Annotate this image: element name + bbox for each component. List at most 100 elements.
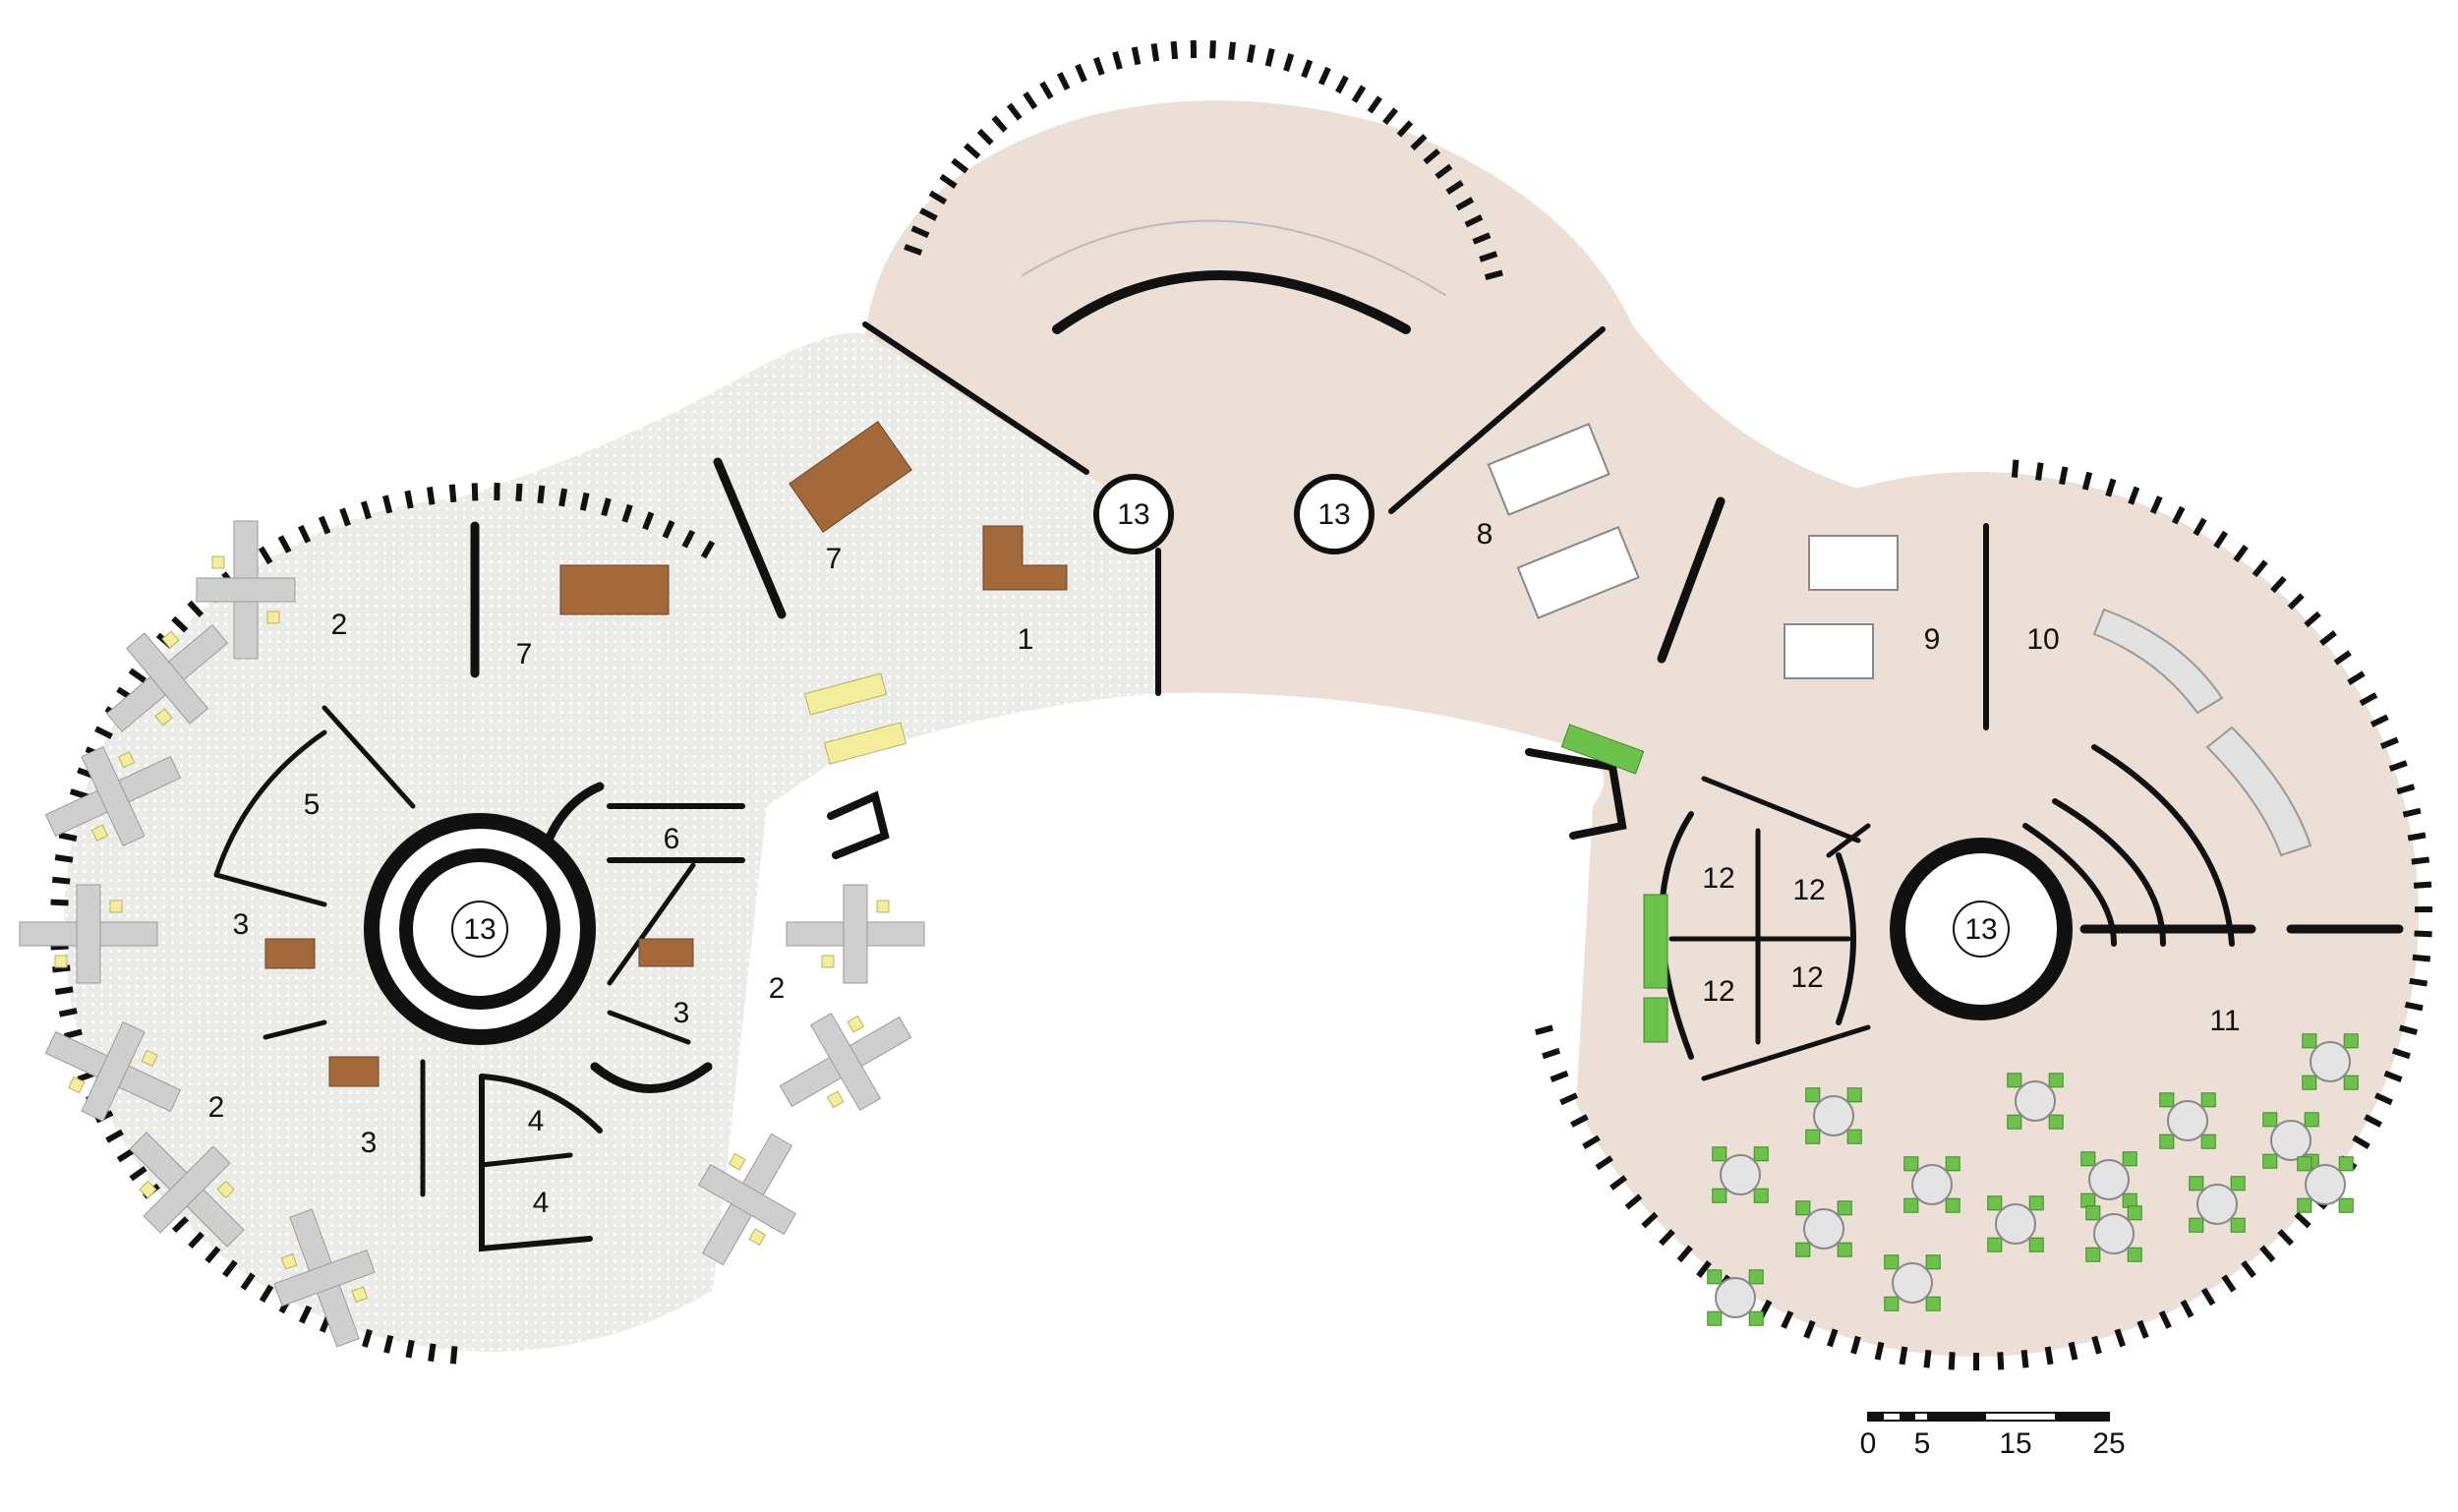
fin [1850,1335,1861,1355]
fin [58,1008,78,1018]
fin [2068,1341,2078,1361]
sofa-green [1560,724,1668,1043]
core-label-4: 13 [1964,913,1997,946]
fin [2105,478,2117,497]
fin [54,854,74,863]
fin [2294,1211,2312,1229]
room-label-12b: 12 [1792,874,1825,906]
fin [1535,1024,1553,1035]
fin [2136,1319,2149,1339]
fin [240,1272,256,1291]
fin [558,488,568,507]
fin [1434,163,1453,180]
fin [1264,47,1275,67]
fin [2409,977,2429,987]
fin [1874,1341,1885,1361]
fin [2412,954,2431,962]
fin [1023,91,1038,110]
fin [2213,530,2229,550]
fin [2304,611,2321,628]
fin [58,832,78,842]
fin [1595,1155,1613,1171]
fin [361,1328,373,1348]
fin [51,876,71,885]
room-label-7a: 7 [826,543,843,575]
cafe-table [1884,1254,1941,1311]
fin [2158,1309,2172,1329]
fin [298,1305,313,1324]
fin [404,490,414,509]
room-label-7b: 7 [516,638,533,670]
cafe-table [1903,1156,1961,1213]
room-label-12a: 12 [1702,862,1734,895]
scale-bar: 0 5 15 25 [1860,1412,2126,1460]
fin [2270,575,2287,594]
scale-label-15: 15 [1999,1427,2031,1460]
fin [2020,1350,2029,1368]
fin [2277,1229,2295,1247]
room-label-3c: 3 [673,997,690,1029]
fin [1301,59,1314,79]
courtyard-void [688,692,1605,1512]
cafe-table [1987,1195,2044,1252]
room-label-12c: 12 [1702,975,1734,1008]
fin [1382,107,1399,126]
fin [382,494,393,514]
fin [1317,66,1331,86]
fin [1973,1353,1979,1370]
fin [1228,41,1237,61]
fin [1641,1211,1659,1229]
cafe-table [2007,1073,2064,1130]
fin [1455,197,1475,211]
fin [1075,63,1087,83]
cafe-table [2302,1033,2359,1090]
kitchen-counters [2092,608,2312,857]
room-label-4a: 4 [528,1105,545,1137]
fin [1006,102,1023,121]
fin [318,515,331,535]
fin [1479,251,1498,262]
fin [1396,120,1414,138]
room-label-10: 10 [2026,623,2059,656]
fin [642,511,655,531]
fin [1367,95,1382,114]
fin [2193,517,2207,537]
desk-cluster [129,1132,245,1248]
fin [904,244,923,256]
fin [1570,1114,1589,1128]
fin [171,1216,190,1234]
fin [339,507,351,527]
cafe-table [1805,1087,1862,1144]
fin [537,485,546,504]
room-label-12d: 12 [1790,961,1823,994]
fin [2379,736,2399,750]
fin [976,128,994,145]
fin [1445,180,1464,196]
fin [1092,56,1105,76]
interior-walls [213,219,2404,1252]
room-label-3b: 3 [361,1127,378,1159]
fin [50,899,69,906]
scale-label-0: 0 [1860,1427,1877,1460]
cafe-table [2159,1092,2216,1149]
fin [2035,462,2044,481]
fin [1559,1092,1578,1106]
desk-cluster [786,884,925,984]
fin [939,173,958,189]
fin [2414,905,2433,913]
fin [1283,53,1295,73]
fin [2259,1245,2276,1263]
fin [2391,1047,2411,1060]
cafe-table [2189,1176,2246,1233]
desk-cluster [698,1133,796,1266]
meeting-tables [264,421,1068,1087]
fin [448,484,457,503]
fin [1247,44,1256,63]
fin [1923,1350,1932,1368]
fin [1351,85,1367,103]
room-label-2a: 2 [331,609,348,641]
fin [2383,1070,2403,1082]
benches [803,672,907,765]
cafe-tables [1707,1033,2359,1326]
